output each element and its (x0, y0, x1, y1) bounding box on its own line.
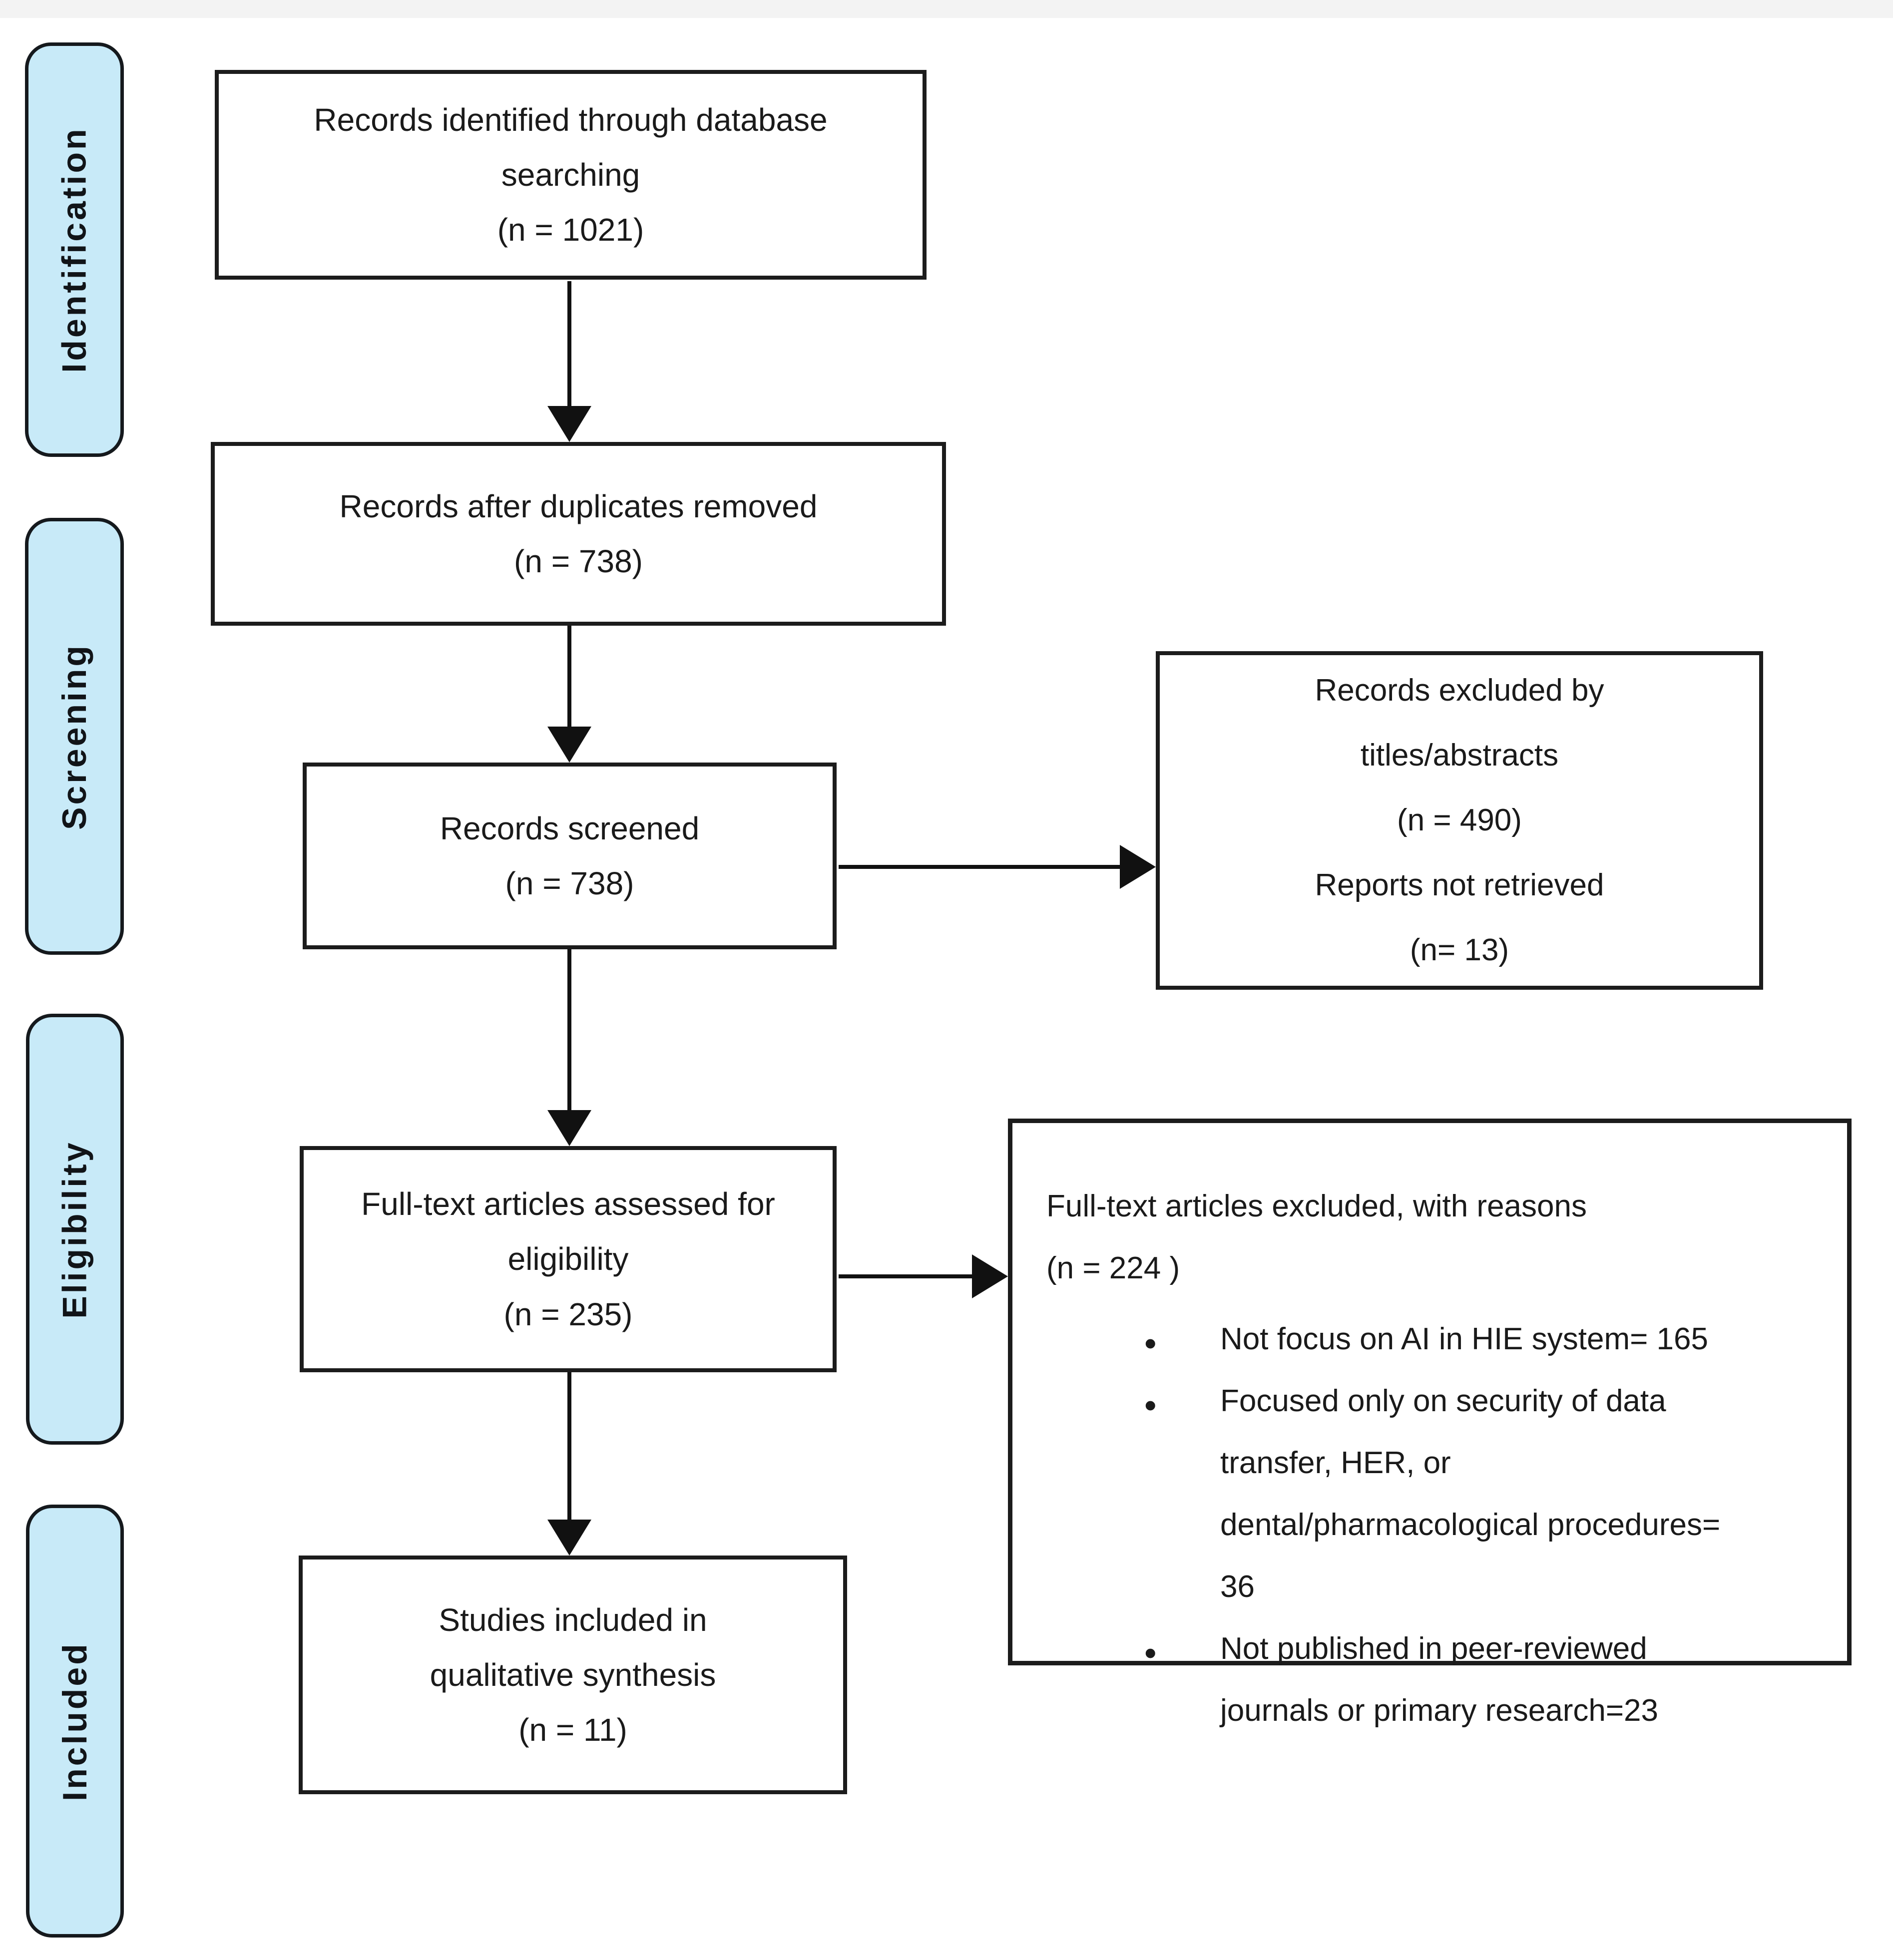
box-records-excluded-line: Reports not retrieved (1315, 868, 1604, 903)
stage-screening: Screening (25, 518, 124, 955)
box-duplicates-removed: Records after duplicates removed (n = 73… (211, 442, 946, 626)
arrow-deduplicated-to-screened-line (567, 626, 571, 730)
box-fulltext-assessed: Full-text articles assessed for eligibil… (300, 1146, 837, 1372)
box-records-identified-count: (n = 1021) (497, 212, 644, 248)
box-fulltext-assessed-count: (n = 235) (503, 1296, 633, 1332)
box-records-screened-count: (n = 738) (505, 865, 634, 901)
stage-eligibility: Eligibility (26, 1014, 124, 1445)
exclusion-reason-list: Not focus on AI in HIE system= 165 Focus… (1046, 1308, 1822, 1742)
arrow-screened-to-fulltext-head-icon (547, 1110, 591, 1146)
box-records-excluded-count: (n= 13) (1410, 933, 1509, 968)
box-duplicates-removed-count: (n = 738) (514, 543, 643, 579)
arrow-deduplicated-to-screened-head-icon (547, 727, 591, 763)
arrow-fulltext-to-included-line (567, 1372, 571, 1523)
exclusion-reason-item: Focused only on security of data transfe… (1144, 1370, 1750, 1618)
exclusion-reason-item: Not published in peer-reviewed journals … (1144, 1618, 1750, 1742)
box-fulltext-assessed-line: Full-text articles assessed for (361, 1186, 775, 1222)
stage-identification: Identification (25, 42, 124, 457)
exclusion-reason-item: Not focus on AI in HIE system= 165 (1144, 1308, 1750, 1378)
box-records-screened-line: Records screened (440, 810, 700, 846)
box-records-excluded: Records excluded by titles/abstracts (n … (1156, 651, 1763, 990)
arrow-fulltext-to-excluded-line (839, 1274, 975, 1278)
stage-identification-label: Identification (55, 126, 94, 373)
box-studies-included-count: (n = 11) (518, 1712, 627, 1748)
box-duplicates-removed-line: Records after duplicates removed (339, 488, 818, 524)
box-records-identified-line: Records identified through database (314, 101, 828, 138)
box-fulltext-excluded-intro: Full-text articles excluded, with reason… (1046, 1176, 1822, 1299)
stage-screening-label: Screening (55, 643, 93, 830)
box-fulltext-excluded: Full-text articles excluded, with reason… (1008, 1119, 1852, 1728)
box-records-excluded-count: (n = 490) (1397, 802, 1522, 837)
arrow-screened-to-excluded-head-icon (1120, 845, 1156, 889)
box-studies-included-line: Studies included in (439, 1601, 707, 1638)
box-records-identified-line: searching (501, 156, 640, 193)
stage-included: Included (26, 1505, 124, 1938)
arrow-fulltext-to-excluded-head-icon (972, 1254, 1008, 1298)
stage-eligibility-label: Eligibility (56, 1140, 94, 1319)
stage-included-label: Included (56, 1641, 94, 1801)
box-studies-included: Studies included in qualitative synthesi… (299, 1556, 847, 1794)
arrow-identified-to-deduplicated-head-icon (547, 406, 591, 442)
box-records-excluded-line: titles/abstracts (1360, 738, 1559, 773)
box-records-excluded-line: Records excluded by (1315, 673, 1604, 708)
box-fulltext-assessed-line: eligibility (507, 1241, 629, 1277)
arrow-fulltext-to-included-head-icon (547, 1520, 591, 1556)
box-records-screened: Records screened (n = 738) (303, 763, 837, 949)
arrow-screened-to-excluded-line (839, 865, 1123, 869)
arrow-screened-to-fulltext-line (567, 949, 571, 1114)
box-studies-included-line: qualitative synthesis (430, 1656, 716, 1693)
box-fulltext-excluded-title: Full-text articles excluded, with reason… (1046, 1189, 1587, 1223)
top-margin-strip (0, 0, 1893, 18)
box-fulltext-excluded-count: (n = 224 ) (1046, 1251, 1180, 1285)
box-records-identified: Records identified through database sear… (215, 70, 927, 280)
arrow-identified-to-deduplicated-line (567, 281, 571, 409)
